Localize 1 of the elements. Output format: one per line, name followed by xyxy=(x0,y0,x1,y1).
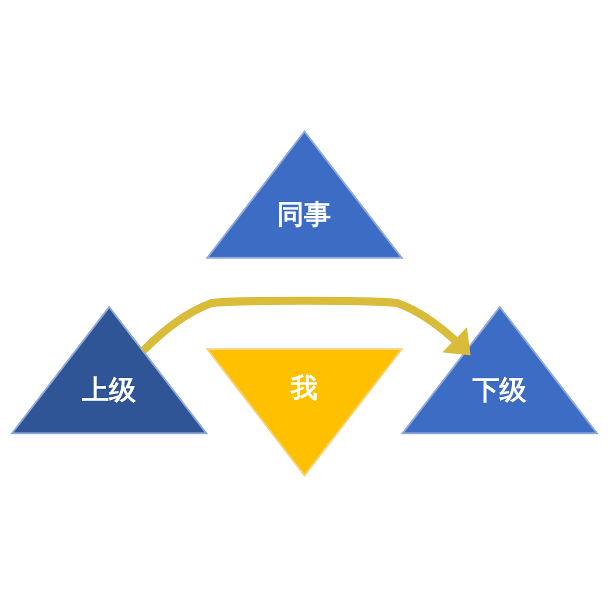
arrow xyxy=(140,296,471,355)
